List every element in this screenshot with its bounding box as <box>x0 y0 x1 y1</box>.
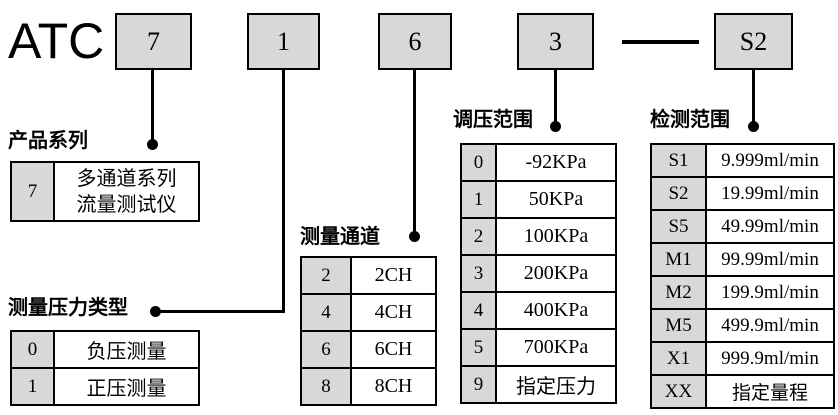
description-cell: 200KPa <box>523 262 589 284</box>
code-box-channels: 6 <box>378 13 452 70</box>
description-cell: 49.99ml/min <box>721 215 819 237</box>
code-box-pressure-range: 3 <box>517 13 594 70</box>
description-cell: 指定压力 <box>516 376 596 398</box>
connector-line-pressure-range <box>554 70 557 122</box>
section-title-channels: 测量通道 <box>300 226 380 248</box>
connector-dot-detection-range <box>748 121 759 132</box>
table-row: 9 指定压力 <box>462 365 615 402</box>
table-row: S5 49.99ml/min <box>652 209 833 242</box>
code-cell: 2 <box>302 258 352 293</box>
code-cell: X1 <box>652 343 707 374</box>
table-row: M5 499.9ml/min <box>652 308 833 341</box>
table-row: XX 指定量程 <box>652 374 833 407</box>
description-cell: 8CH <box>374 375 413 397</box>
table-row: 4 400KPa <box>462 291 615 328</box>
code-cell: M2 <box>652 277 707 308</box>
table-row: 7 多通道系列 流量测试仪 <box>12 163 198 220</box>
description-cell: 400KPa <box>523 299 589 321</box>
section-title-pressure-range: 调压范围 <box>453 109 533 131</box>
table-row: S2 19.99ml/min <box>652 176 833 209</box>
table-row: 1 正压测量 <box>12 367 198 404</box>
connector-line-channels <box>413 70 416 232</box>
connector-line-pressure-type-horizontal <box>155 310 285 313</box>
connector-dot-product-series <box>147 139 158 150</box>
description-cell: 多通道系列 流量测试仪 <box>76 167 177 216</box>
code-cell: 5 <box>462 330 497 365</box>
code-cell: 1 <box>12 369 55 404</box>
legend-table-detection-range: S1 9.999ml/min S2 19.99ml/min S5 49.99ml… <box>650 143 835 409</box>
table-row: 3 200KPa <box>462 254 615 291</box>
connector-line-product-series <box>151 70 154 140</box>
table-row: 0 -92KPa <box>462 145 615 180</box>
description-cell: 2CH <box>374 264 413 286</box>
description-cell: 499.9ml/min <box>721 314 819 336</box>
description-cell: 19.99ml/min <box>721 182 819 204</box>
description-cell: 50KPa <box>528 188 584 210</box>
description-cell: 9.999ml/min <box>721 149 819 171</box>
code-box-pressure-type: 1 <box>247 13 320 70</box>
code-cell: 0 <box>12 332 55 367</box>
table-row: 2 100KPa <box>462 217 615 254</box>
code-cell: 4 <box>462 293 497 328</box>
legend-table-channels: 2 2CH 4 4CH 6 6CH 8 8CH <box>300 256 437 406</box>
table-row: S1 9.999ml/min <box>652 145 833 176</box>
table-row: 4 4CH <box>302 293 435 330</box>
code-cell: M1 <box>652 244 707 275</box>
code-cell: XX <box>652 376 707 407</box>
table-row: 6 6CH <box>302 330 435 367</box>
code-cell: 0 <box>462 145 497 180</box>
description-cell: 100KPa <box>523 225 589 247</box>
product-prefix: ATC <box>8 13 105 69</box>
legend-table-pressure-range: 0 -92KPa 1 50KPa 2 100KPa 3 200KPa 4 400… <box>460 143 617 404</box>
legend-table-pressure-type: 0 负压测量 1 正压测量 <box>10 330 200 406</box>
code-cell: 2 <box>462 219 497 254</box>
connector-line-detection-range <box>752 70 755 122</box>
description-cell: 正压测量 <box>86 378 167 400</box>
code-box-product-series: 7 <box>115 13 192 70</box>
code-cell: S1 <box>652 145 707 176</box>
table-row: M2 199.9ml/min <box>652 275 833 308</box>
connector-line-pressure-type <box>282 70 285 313</box>
table-row: X1 999.9ml/min <box>652 341 833 374</box>
description-cell: 指定量程 <box>731 383 808 404</box>
section-title-detection-range: 检测范围 <box>650 109 730 131</box>
description-cell: 700KPa <box>523 336 589 358</box>
table-row: M1 99.99ml/min <box>652 242 833 275</box>
section-title-pressure-type: 测量压力类型 <box>8 297 128 319</box>
code-box-detection-range: S2 <box>714 13 793 70</box>
connector-dot-pressure-type <box>150 306 161 317</box>
separator-dash-icon <box>622 40 699 44</box>
code-cell: M5 <box>652 310 707 341</box>
table-row: 1 50KPa <box>462 180 615 217</box>
description-cell: -92KPa <box>525 151 587 173</box>
code-cell: 7 <box>12 163 55 220</box>
table-row: 0 负压测量 <box>12 332 198 367</box>
table-row: 2 2CH <box>302 258 435 293</box>
description-cell: 999.9ml/min <box>721 347 819 369</box>
table-row: 5 700KPa <box>462 328 615 365</box>
connector-dot-channels <box>409 231 420 242</box>
section-title-product-series: 产品系列 <box>8 130 88 152</box>
description-cell: 负压测量 <box>86 341 167 363</box>
legend-table-product-series: 7 多通道系列 流量测试仪 <box>10 161 200 222</box>
connector-dot-pressure-range <box>550 121 561 132</box>
code-cell: 8 <box>302 369 352 404</box>
code-cell: S2 <box>652 178 707 209</box>
code-cell: 3 <box>462 256 497 291</box>
table-row: 8 8CH <box>302 367 435 404</box>
description-cell: 99.99ml/min <box>721 248 819 270</box>
description-cell: 4CH <box>374 301 413 323</box>
code-cell: S5 <box>652 211 707 242</box>
code-cell: 9 <box>462 367 497 402</box>
description-cell: 199.9ml/min <box>721 281 819 303</box>
description-cell: 6CH <box>374 338 413 360</box>
code-cell: 6 <box>302 332 352 367</box>
code-cell: 1 <box>462 182 497 217</box>
code-cell: 4 <box>302 295 352 330</box>
